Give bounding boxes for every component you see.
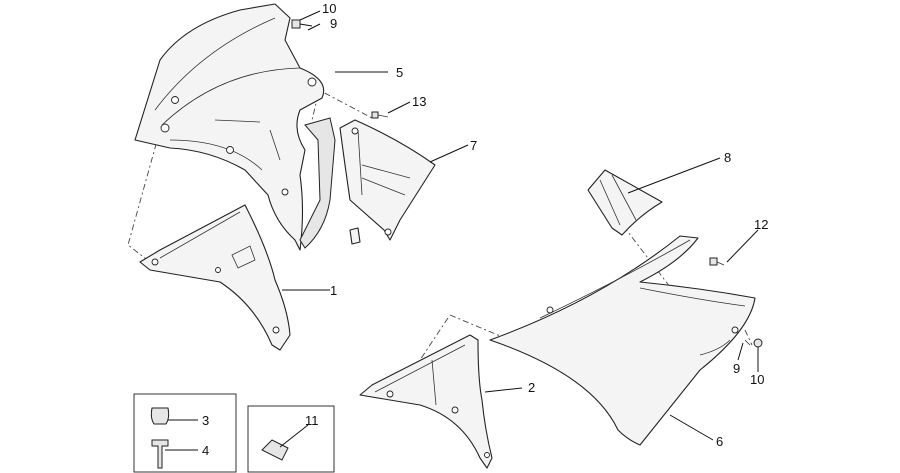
callout-7: 7 [470,138,477,153]
inset-box-11 [247,405,335,473]
callout-11: 11 [305,413,319,428]
part-5-upper-fairing [134,3,325,251]
part-6-side-panel [489,235,756,446]
callout-10-top: 10 [322,1,336,16]
part-8-air-duct [587,169,663,236]
callout-2: 2 [528,380,535,395]
callout-4: 4 [202,443,209,458]
fasteners [291,19,763,348]
inset-box-3-4 [133,393,237,473]
bolt-13 [371,111,389,119]
callout-13: 13 [412,94,426,109]
part-1-lower-fairing [139,204,291,351]
callout-8: 8 [724,150,731,165]
bolt-10-top [291,19,313,29]
callout-6: 6 [716,434,723,449]
inner-bracket [299,117,361,249]
bolt-10-right [744,338,763,348]
callout-1: 1 [330,283,337,298]
part-7-bracket [339,119,436,241]
callout-12: 12 [754,217,768,232]
leader-lines [165,10,759,451]
callout-3: 3 [202,413,209,428]
callout-9-top: 9 [330,16,337,31]
callout-9-right: 9 [733,361,740,376]
callout-10-right: 10 [750,372,764,387]
bolt-12 [709,257,725,266]
callout-5: 5 [396,65,403,80]
part-2-lower-fairing [359,334,493,469]
